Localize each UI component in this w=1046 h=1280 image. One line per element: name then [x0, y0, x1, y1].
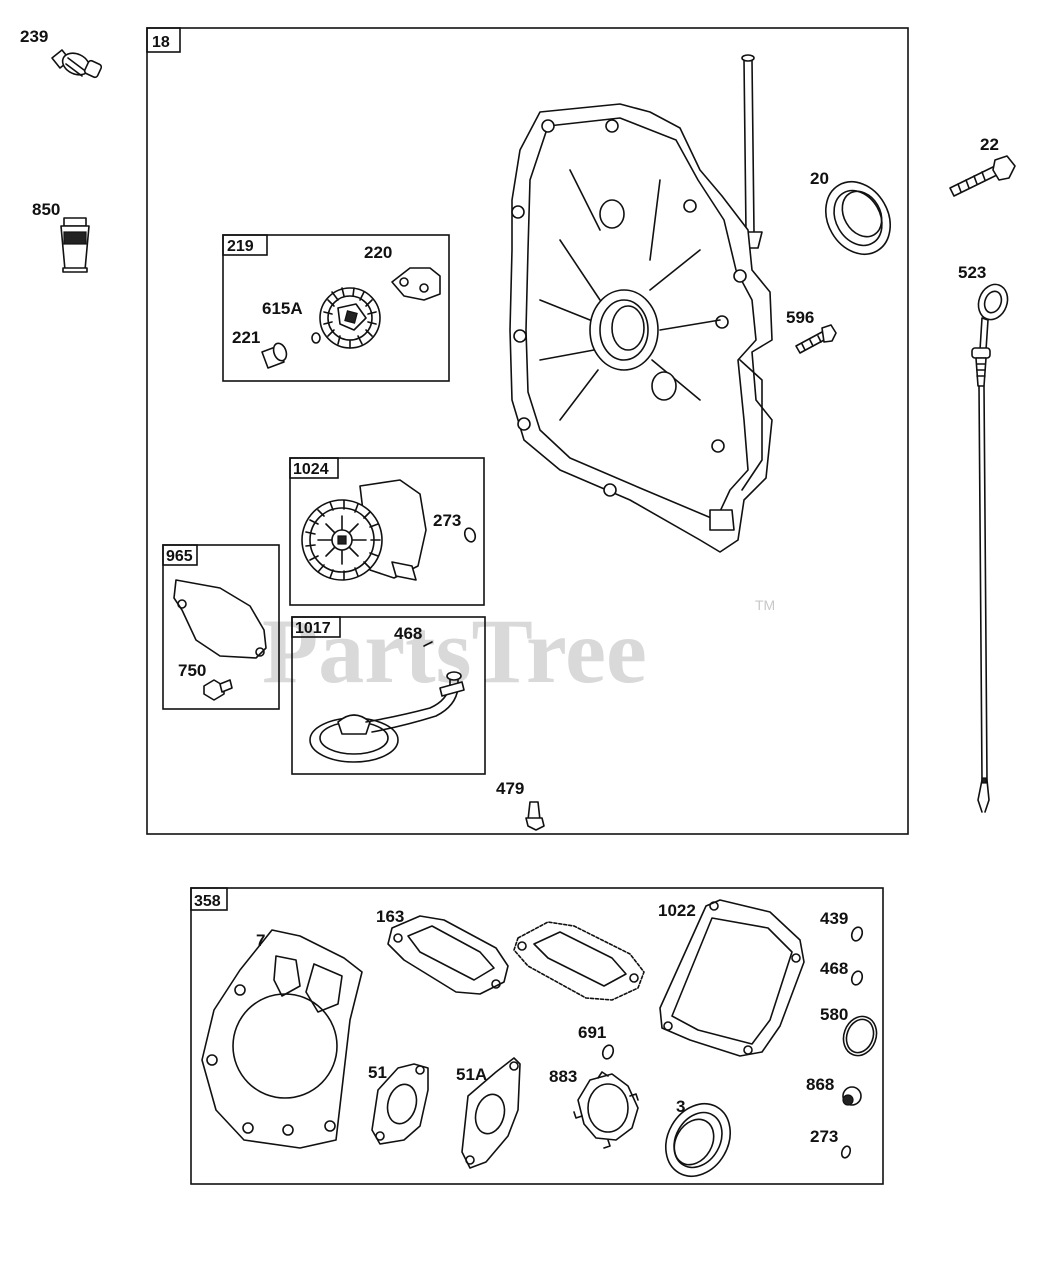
part-868-valve-seal-icon[interactable]: [842, 1086, 862, 1106]
part-51A-gasket-icon[interactable]: [461, 1057, 521, 1169]
part-label-596[interactable]: 596: [786, 308, 814, 327]
assembly-1024-tag[interactable]: [289, 457, 339, 479]
part-label-615A[interactable]: 615A: [262, 299, 303, 318]
part-label-691[interactable]: 691: [578, 1023, 606, 1042]
part-850-sealant-tube-icon[interactable]: [60, 217, 90, 273]
part-label-51A[interactable]: 51A: [456, 1065, 487, 1084]
assembly-18-frame: [146, 27, 909, 835]
part-label-221[interactable]: 221: [232, 328, 260, 347]
part-691-oring-icon[interactable]: [601, 1044, 615, 1061]
assembly-219-label: 219: [227, 238, 254, 255]
part-51-gasket-icon[interactable]: [371, 1063, 429, 1145]
part-1017-oil-pickup-icon[interactable]: [309, 671, 465, 763]
assembly-358-frame: [190, 887, 884, 1185]
part-163-gasket-icon[interactable]: [387, 915, 509, 995]
assembly-1024-frame: [289, 457, 485, 606]
part-label-523[interactable]: 523: [958, 263, 986, 282]
crankcase-cover-icon[interactable]: [509, 54, 773, 553]
part-label-468-assembly[interactable]: 468: [394, 624, 422, 643]
assembly-965-label: 965: [166, 548, 193, 565]
part-label-22[interactable]: 22: [980, 135, 999, 154]
assembly-1017-frame: [291, 616, 486, 775]
assembly-219-tag[interactable]: [222, 234, 268, 256]
assembly-1024-label: 1024: [293, 461, 329, 478]
part-label-273-set[interactable]: 273: [810, 1127, 838, 1146]
part-965-cover-gasket-icon[interactable]: [173, 579, 267, 659]
part-1024-oil-pump-icon[interactable]: [301, 479, 427, 581]
assembly-1017-tag[interactable]: [291, 616, 341, 638]
part-615A-retainer-icon[interactable]: [311, 332, 321, 344]
assembly-358-tag[interactable]: [190, 887, 228, 911]
part-label-1022[interactable]: 1022: [658, 901, 696, 920]
assembly-358-label: 358: [194, 893, 221, 910]
part-596-bolt-icon[interactable]: [795, 324, 837, 354]
part-239-oil-switch-icon[interactable]: [51, 49, 103, 79]
part-label-7[interactable]: 7: [256, 931, 265, 950]
part-580-oring-icon[interactable]: [838, 1012, 882, 1061]
part-label-850[interactable]: 850: [32, 200, 60, 219]
part-3-seal-icon[interactable]: [653, 1092, 743, 1188]
part-label-239[interactable]: 239: [20, 27, 48, 46]
part-label-468-set[interactable]: 468: [820, 959, 848, 978]
part-219-governor-gear-icon[interactable]: [319, 287, 381, 349]
part-label-3[interactable]: 3: [676, 1097, 685, 1116]
part-label-439[interactable]: 439: [820, 909, 848, 928]
part-221-pin-icon[interactable]: [261, 341, 289, 369]
assembly-219-frame: [222, 234, 450, 382]
part-label-51[interactable]: 51: [368, 1063, 387, 1082]
part-exhaust-gasket-icon[interactable]: [513, 921, 645, 1001]
assembly-18-label: 18: [152, 34, 170, 51]
part-label-163[interactable]: 163: [376, 907, 404, 926]
part-468-clip-icon[interactable]: [423, 641, 433, 647]
part-468-oring-icon[interactable]: [850, 970, 864, 987]
part-479-screw-icon[interactable]: [525, 801, 545, 831]
part-750-screw-icon[interactable]: [203, 679, 233, 701]
part-273-oring-set-icon[interactable]: [840, 1145, 852, 1159]
part-label-580[interactable]: 580: [820, 1005, 848, 1024]
assembly-1017-label: 1017: [295, 620, 331, 637]
part-22-bolt-icon[interactable]: [949, 155, 1016, 197]
assembly-18-tag[interactable]: [146, 27, 181, 53]
part-1022-gasket-icon[interactable]: [659, 899, 805, 1057]
part-273-oring-top-icon[interactable]: [463, 527, 477, 544]
assembly-965-tag[interactable]: [162, 544, 198, 566]
watermark-trademark: TM: [755, 597, 775, 613]
part-label-868[interactable]: 868: [806, 1075, 834, 1094]
part-883-gasket-icon[interactable]: [573, 1071, 639, 1149]
part-label-20[interactable]: 20: [810, 169, 829, 188]
part-label-883[interactable]: 883: [549, 1067, 577, 1086]
part-7-head-gasket-icon[interactable]: [201, 929, 363, 1149]
part-label-220[interactable]: 220: [364, 243, 392, 262]
part-523-dipstick-icon[interactable]: [971, 280, 1012, 813]
part-label-750[interactable]: 750: [178, 661, 206, 680]
assembly-965-frame: [162, 544, 280, 710]
part-label-273-top[interactable]: 273: [433, 511, 461, 530]
part-439-oring-icon[interactable]: [850, 926, 864, 943]
part-label-479[interactable]: 479: [496, 779, 524, 798]
part-20-seal-icon[interactable]: [813, 170, 903, 266]
part-220-plate-icon[interactable]: [391, 267, 441, 301]
